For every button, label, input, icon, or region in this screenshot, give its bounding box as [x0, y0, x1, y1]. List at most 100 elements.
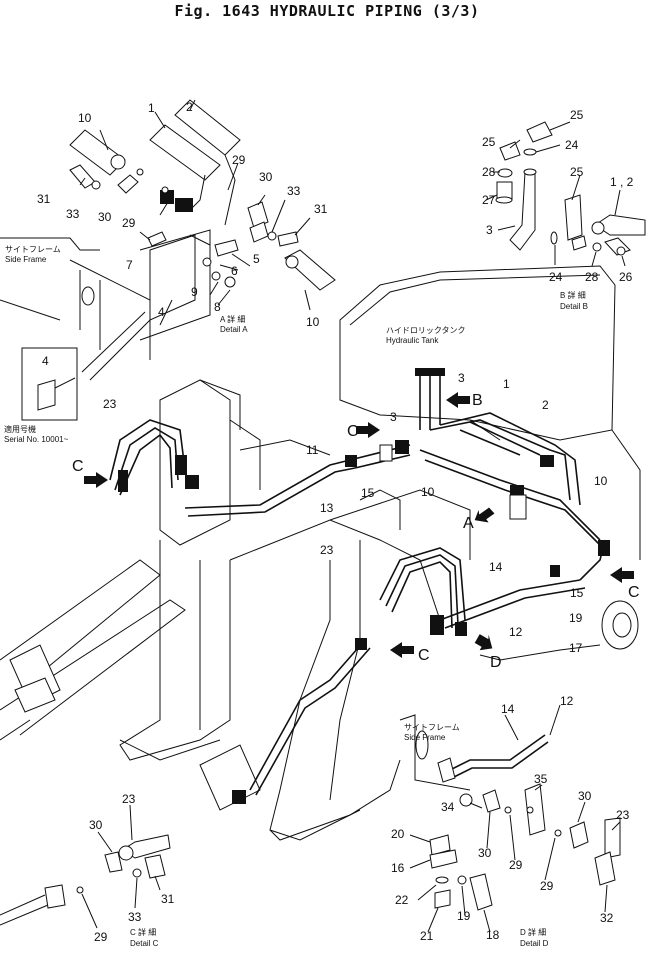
callout: 25: [570, 108, 584, 122]
pipe-routing: [109, 368, 610, 804]
callout: 23: [122, 792, 136, 806]
callout-numbers: 1 2 10 29 31 33 30 29 30 33 31 7 5 6 9 8…: [37, 100, 634, 944]
caption-detail-a-en: Detail A: [220, 325, 248, 334]
callout: 31: [37, 192, 51, 206]
callout: 15: [361, 486, 375, 500]
callout: 29: [122, 216, 136, 230]
callout: 27: [482, 193, 496, 207]
callout: 25: [570, 165, 584, 179]
caption-serial-jp: 適用号機: [4, 424, 36, 434]
callout: 30: [259, 170, 273, 184]
caption-side-frame-jp: サイトフレーム: [5, 245, 61, 254]
callout: 32: [600, 911, 614, 925]
callout: 1: [503, 377, 510, 391]
callout: 20: [391, 827, 405, 841]
callout: 8: [214, 300, 221, 314]
callout: 29: [509, 858, 523, 872]
callout: 33: [66, 207, 80, 221]
detail-c: [0, 804, 171, 929]
view-letter-c: C: [418, 647, 430, 664]
callout: 13: [320, 501, 334, 515]
callout: 10: [421, 485, 435, 499]
caption-detail-c-jp: C 詳 細: [130, 927, 156, 937]
callout: 29: [94, 930, 108, 944]
callout: 24: [565, 138, 579, 152]
callout: 14: [501, 702, 515, 716]
view-letter-b: B: [472, 392, 483, 409]
callout: 35: [534, 772, 548, 786]
callout: 29: [540, 879, 554, 893]
detail-b: [485, 121, 646, 267]
callout: 14: [489, 560, 503, 574]
callout: 7: [126, 258, 133, 272]
caption-detail-a-jp: A 詳 細: [220, 314, 245, 324]
callout: 31: [161, 892, 175, 906]
callout: 3: [390, 410, 397, 424]
captions: サイトフレーム Side Frame A 詳 細 Detail A B 詳 細 …: [4, 245, 588, 948]
serial-box: [21, 347, 78, 421]
caption-detail-b-jp: B 詳 細: [560, 290, 586, 300]
callout: 9: [191, 285, 198, 299]
callout: 4: [158, 305, 165, 319]
callout: 19: [569, 611, 583, 625]
callout: 24: [549, 270, 563, 284]
callout: 26: [619, 270, 633, 284]
callout: 10: [306, 315, 320, 329]
view-letter-c: C: [347, 423, 359, 440]
callout: 1: [148, 101, 155, 115]
callout: 30: [89, 818, 103, 832]
callout: 1 , 2: [610, 175, 634, 189]
callout: 29: [232, 153, 246, 167]
callout: 11: [306, 443, 319, 457]
callout: 18: [486, 928, 500, 942]
caption-tank-en: Hydraulic Tank: [386, 336, 439, 345]
callout: 23: [320, 543, 334, 557]
callout: 3: [458, 371, 465, 385]
callout: 28: [585, 270, 599, 284]
callout: 10: [78, 111, 92, 125]
caption-side-frame2-en: Side Frame: [404, 733, 446, 742]
view-arrows: [84, 392, 634, 661]
callout: 33: [287, 184, 301, 198]
callout: 28: [482, 165, 496, 179]
view-letter-c: C: [72, 458, 84, 475]
view-letter-d: D: [490, 654, 502, 671]
machine-frame: [0, 237, 641, 841]
callout: 30: [478, 846, 492, 860]
view-letter-a: A: [463, 515, 474, 532]
callout: 17: [569, 641, 583, 655]
caption-detail-d-jp: D 詳 細: [520, 927, 546, 937]
callout: 16: [391, 861, 405, 875]
figure-title: Fig. 1643 HYDRAULIC PIPING (3/3): [174, 2, 480, 20]
callout: 6: [231, 264, 238, 278]
caption-serial-en: Serial No. 10001~: [4, 435, 69, 444]
callout: 12: [509, 625, 523, 639]
callout: 19: [457, 909, 471, 923]
callout: 2: [186, 100, 193, 114]
callout: 23: [616, 808, 630, 822]
callout: 25: [482, 135, 496, 149]
callout: 21: [420, 929, 434, 943]
callout: 30: [578, 789, 592, 803]
callout: 3: [486, 223, 493, 237]
callout: 34: [441, 800, 455, 814]
caption-detail-b-en: Detail B: [560, 302, 588, 311]
callout: 31: [314, 202, 328, 216]
caption-detail-d-en: Detail D: [520, 939, 549, 948]
callout: 30: [98, 210, 112, 224]
caption-detail-c-en: Detail C: [130, 939, 159, 948]
callout: 15: [570, 586, 584, 600]
caption-side-frame-en: Side Frame: [5, 255, 47, 264]
detail-a: [69, 99, 336, 381]
callout: 23: [103, 397, 117, 411]
callout: 2: [542, 398, 549, 412]
callout: 5: [253, 252, 260, 266]
callout: 33: [128, 910, 142, 924]
callout: 10: [594, 474, 608, 488]
detail-d: [399, 704, 621, 933]
callout: 4: [42, 354, 49, 368]
caption-side-frame2-jp: サイトフレーム: [404, 723, 460, 732]
caption-tank-jp: ハイドロリックタンク: [386, 326, 466, 335]
callout: 22: [395, 893, 409, 907]
